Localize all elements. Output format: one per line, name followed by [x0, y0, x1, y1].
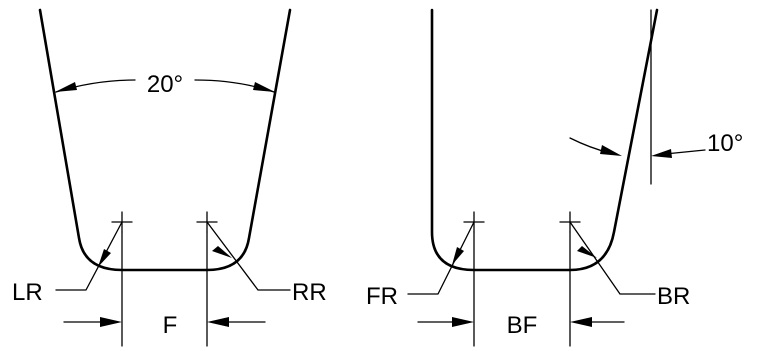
- br-arrow: [577, 246, 597, 258]
- bf-arrow-right: [570, 317, 592, 327]
- angle-label-20: 20°: [147, 71, 183, 98]
- angle-arrow-right: [253, 82, 275, 92]
- angle-arrow-left: [55, 82, 77, 92]
- bf-arrow-left: [452, 317, 474, 327]
- angle-arrow-lower: [651, 149, 672, 158]
- left-profile-outline: [38, 8, 292, 272]
- left-profile: 20° LR RR F: [12, 8, 327, 347]
- bf-extension-lines: [473, 231, 571, 347]
- f-extension-lines: [121, 231, 208, 347]
- f-label: F: [163, 312, 178, 339]
- right-profile: 10° FR BR BF: [366, 8, 743, 347]
- fr-label: FR: [366, 283, 398, 310]
- angle-arrow-upper: [600, 145, 622, 156]
- fr-leader: [407, 221, 475, 295]
- bf-label: BF: [507, 312, 538, 339]
- lr-leader: [55, 221, 123, 291]
- angle-leader-lower: [664, 149, 706, 155]
- f-arrow-right: [207, 317, 229, 327]
- lr-arrow: [98, 249, 111, 267]
- rr-leader: [206, 221, 291, 291]
- angle-label-10: 10°: [707, 130, 743, 157]
- br-leader: [569, 221, 656, 295]
- lr-label: LR: [12, 279, 43, 306]
- br-label: BR: [657, 283, 690, 310]
- rr-label: RR: [292, 279, 327, 306]
- fr-arrow: [452, 247, 464, 265]
- rr-arrow: [212, 246, 232, 258]
- f-arrow-left: [100, 317, 122, 327]
- right-profile-outline: [430, 8, 659, 272]
